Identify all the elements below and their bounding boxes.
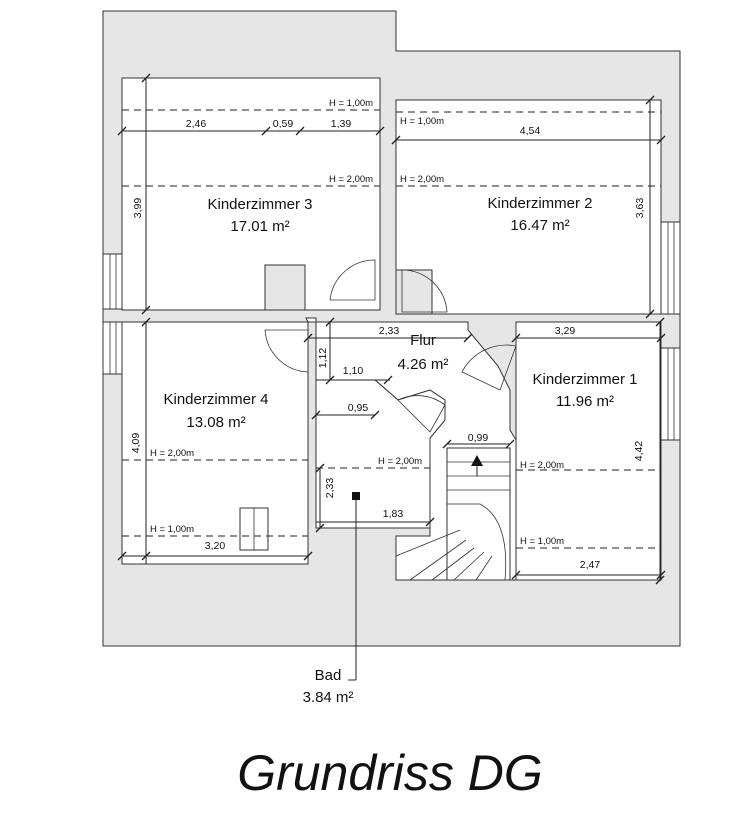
- window-right-upper: [660, 221, 681, 315]
- room-area-k1: 11.96 m²: [556, 393, 614, 410]
- room-name-k2: Kinderzimmer 2: [487, 195, 592, 212]
- dim-stair-w: 0,99: [468, 432, 489, 444]
- hlabel-k2-1: H = 1,00m: [400, 116, 444, 127]
- door-kinderzimmer-2: [401, 269, 448, 313]
- stair-arrow-icon: [471, 455, 483, 466]
- room-floor-bad: [315, 379, 446, 529]
- room-floor-kinderzimmer-2: [395, 99, 662, 315]
- hlabel-k3-2: H = 2,00m: [329, 174, 373, 185]
- room-area-bad: 3.84 m²: [303, 689, 354, 706]
- dim-k1-w: 3,29: [555, 325, 576, 337]
- door-kinderzimmer-1: [461, 344, 517, 391]
- room-name-k1: Kinderzimmer 1: [532, 371, 637, 388]
- dim-flur-w2: 1,10: [343, 365, 364, 377]
- k2-closet: [395, 269, 433, 315]
- plan-title: Grundriss DG: [237, 745, 543, 801]
- hlabel-k1-2: H = 2,00m: [520, 460, 564, 471]
- dim-k3-h: 3,99: [132, 198, 144, 219]
- dim-k2-h: 3,63: [634, 198, 646, 219]
- dim-k2-w: 4,54: [520, 125, 541, 137]
- door-kinderzimmer-4: [264, 329, 309, 373]
- room-name-flur: Flur: [410, 332, 436, 349]
- room-floor-kinderzimmer-3: [121, 77, 381, 311]
- room-name-k3: Kinderzimmer 3: [207, 196, 312, 213]
- hlabel-bad-2: H = 2,00m: [378, 456, 422, 467]
- dim-flur-w: 2,33: [379, 325, 400, 337]
- room-area-k3: 17.01 m²: [230, 218, 289, 235]
- dim-bad-w2: 1,83: [383, 508, 404, 520]
- hlabel-k1-1: H = 1,00m: [520, 536, 564, 547]
- bad-marker: [352, 492, 360, 500]
- dim-k4-h: 4,09: [130, 433, 142, 454]
- dim-k4-b: 3,20: [205, 540, 226, 552]
- hlabel-k3-1: H = 1,00m: [329, 98, 373, 109]
- window-left-upper: [102, 253, 123, 310]
- dimension-lines: [117, 73, 666, 585]
- dim-k1-b: 2,47: [580, 559, 601, 571]
- room-area-k4: 13.08 m²: [186, 414, 245, 431]
- dim-bad-w1: 0,95: [348, 402, 369, 414]
- door-kinderzimmer-3: [329, 259, 376, 301]
- dim-bad-h: 2,33: [324, 478, 336, 499]
- hlabel-k2-2: H = 2,00m: [400, 174, 444, 185]
- room-area-flur: 4.26 m²: [398, 356, 449, 373]
- window-right-lower: [660, 347, 681, 441]
- room-floor-kinderzimmer-4: [121, 321, 309, 565]
- dim-k3-w3: 1,39: [331, 118, 352, 130]
- k3-chimney: [264, 264, 306, 311]
- dim-k3-w1: 2,46: [186, 118, 207, 130]
- hlabel-k4-1: H = 1,00m: [150, 524, 194, 535]
- dim-flur-h: 1,12: [317, 348, 329, 369]
- dim-k3-w2: 0,59: [273, 118, 294, 130]
- room-name-k4: Kinderzimmer 4: [163, 391, 268, 408]
- door-bad: [397, 395, 446, 433]
- room-name-bad: Bad: [315, 667, 342, 684]
- hlabel-k4-2: H = 2,00m: [150, 448, 194, 459]
- room-floor-kinderzimmer-1: [515, 321, 662, 581]
- dim-k1-h: 4,42: [633, 441, 645, 462]
- staircase: [395, 447, 511, 581]
- skylight-window: [239, 507, 269, 551]
- window-left-lower: [102, 321, 123, 375]
- room-area-k2: 16.47 m²: [510, 217, 569, 234]
